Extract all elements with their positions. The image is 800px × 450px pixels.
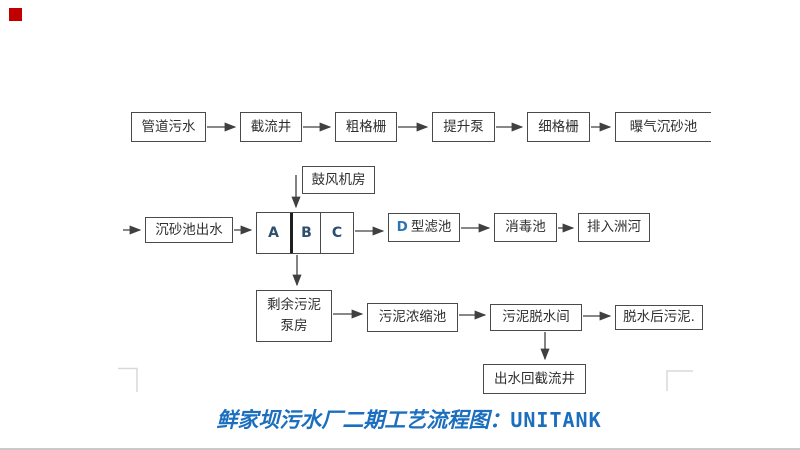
- flow-box-disinfection-tank: 消毒池: [494, 213, 557, 242]
- flow-box-blower-room: 鼓风机房: [302, 166, 375, 194]
- text-boundary-mark-right: [666, 370, 693, 391]
- page-title: 鲜家坝污水厂二期工艺流程图：UNITANK: [0, 404, 800, 434]
- flow-box-discharge-river: 排入洲河: [578, 213, 650, 242]
- flow-box-fine-screen: 细格栅: [527, 112, 590, 142]
- surplus-sludge-line1: 剩余污泥: [267, 297, 321, 314]
- flow-box-lift-pump: 提升泵: [432, 112, 495, 142]
- arrow-group: [123, 122, 612, 361]
- flow-box-sludge-thickener: 污泥浓缩池: [367, 303, 458, 332]
- text-boundary-mark-left: [118, 367, 138, 392]
- flow-box-intercept-well: 截流井: [240, 112, 302, 142]
- flow-box-surplus-sludge-pump-house: 剩余污泥 泵房: [256, 290, 332, 342]
- flow-box-dewatered-sludge: 脱水后污泥.: [615, 305, 703, 330]
- unitank-cells-box: A B C: [256, 212, 354, 254]
- window-bottom-edge: [0, 448, 800, 450]
- unitank-cell-a: A: [257, 213, 293, 253]
- unitank-cell-c: C: [331, 225, 343, 241]
- flow-box-pipe-sewage: 管道污水: [131, 112, 206, 142]
- unitank-cell-b: B: [293, 213, 321, 253]
- page-title-chinese: 鲜家坝污水厂二期工艺流程图：: [216, 407, 511, 432]
- flow-box-grit-tank-outflow: 沉砂池出水: [145, 217, 233, 243]
- red-marker-square: [9, 8, 22, 21]
- flow-box-aerated-grit-tank: 曝气沉砂池: [615, 112, 711, 142]
- page-title-unitank: UNITANK: [510, 408, 602, 432]
- flow-box-sludge-dewatering-room: 污泥脱水间: [490, 304, 582, 331]
- d-filter-label: 型滤池: [410, 219, 452, 236]
- flow-box-d-filter: D 型滤池: [388, 213, 460, 242]
- d-filter-letter: D: [396, 219, 408, 236]
- flow-box-outflow-return-well: 出水回截流井: [483, 364, 586, 394]
- surplus-sludge-line2: 泵房: [280, 318, 308, 334]
- flow-box-coarse-screen: 粗格栅: [335, 112, 397, 142]
